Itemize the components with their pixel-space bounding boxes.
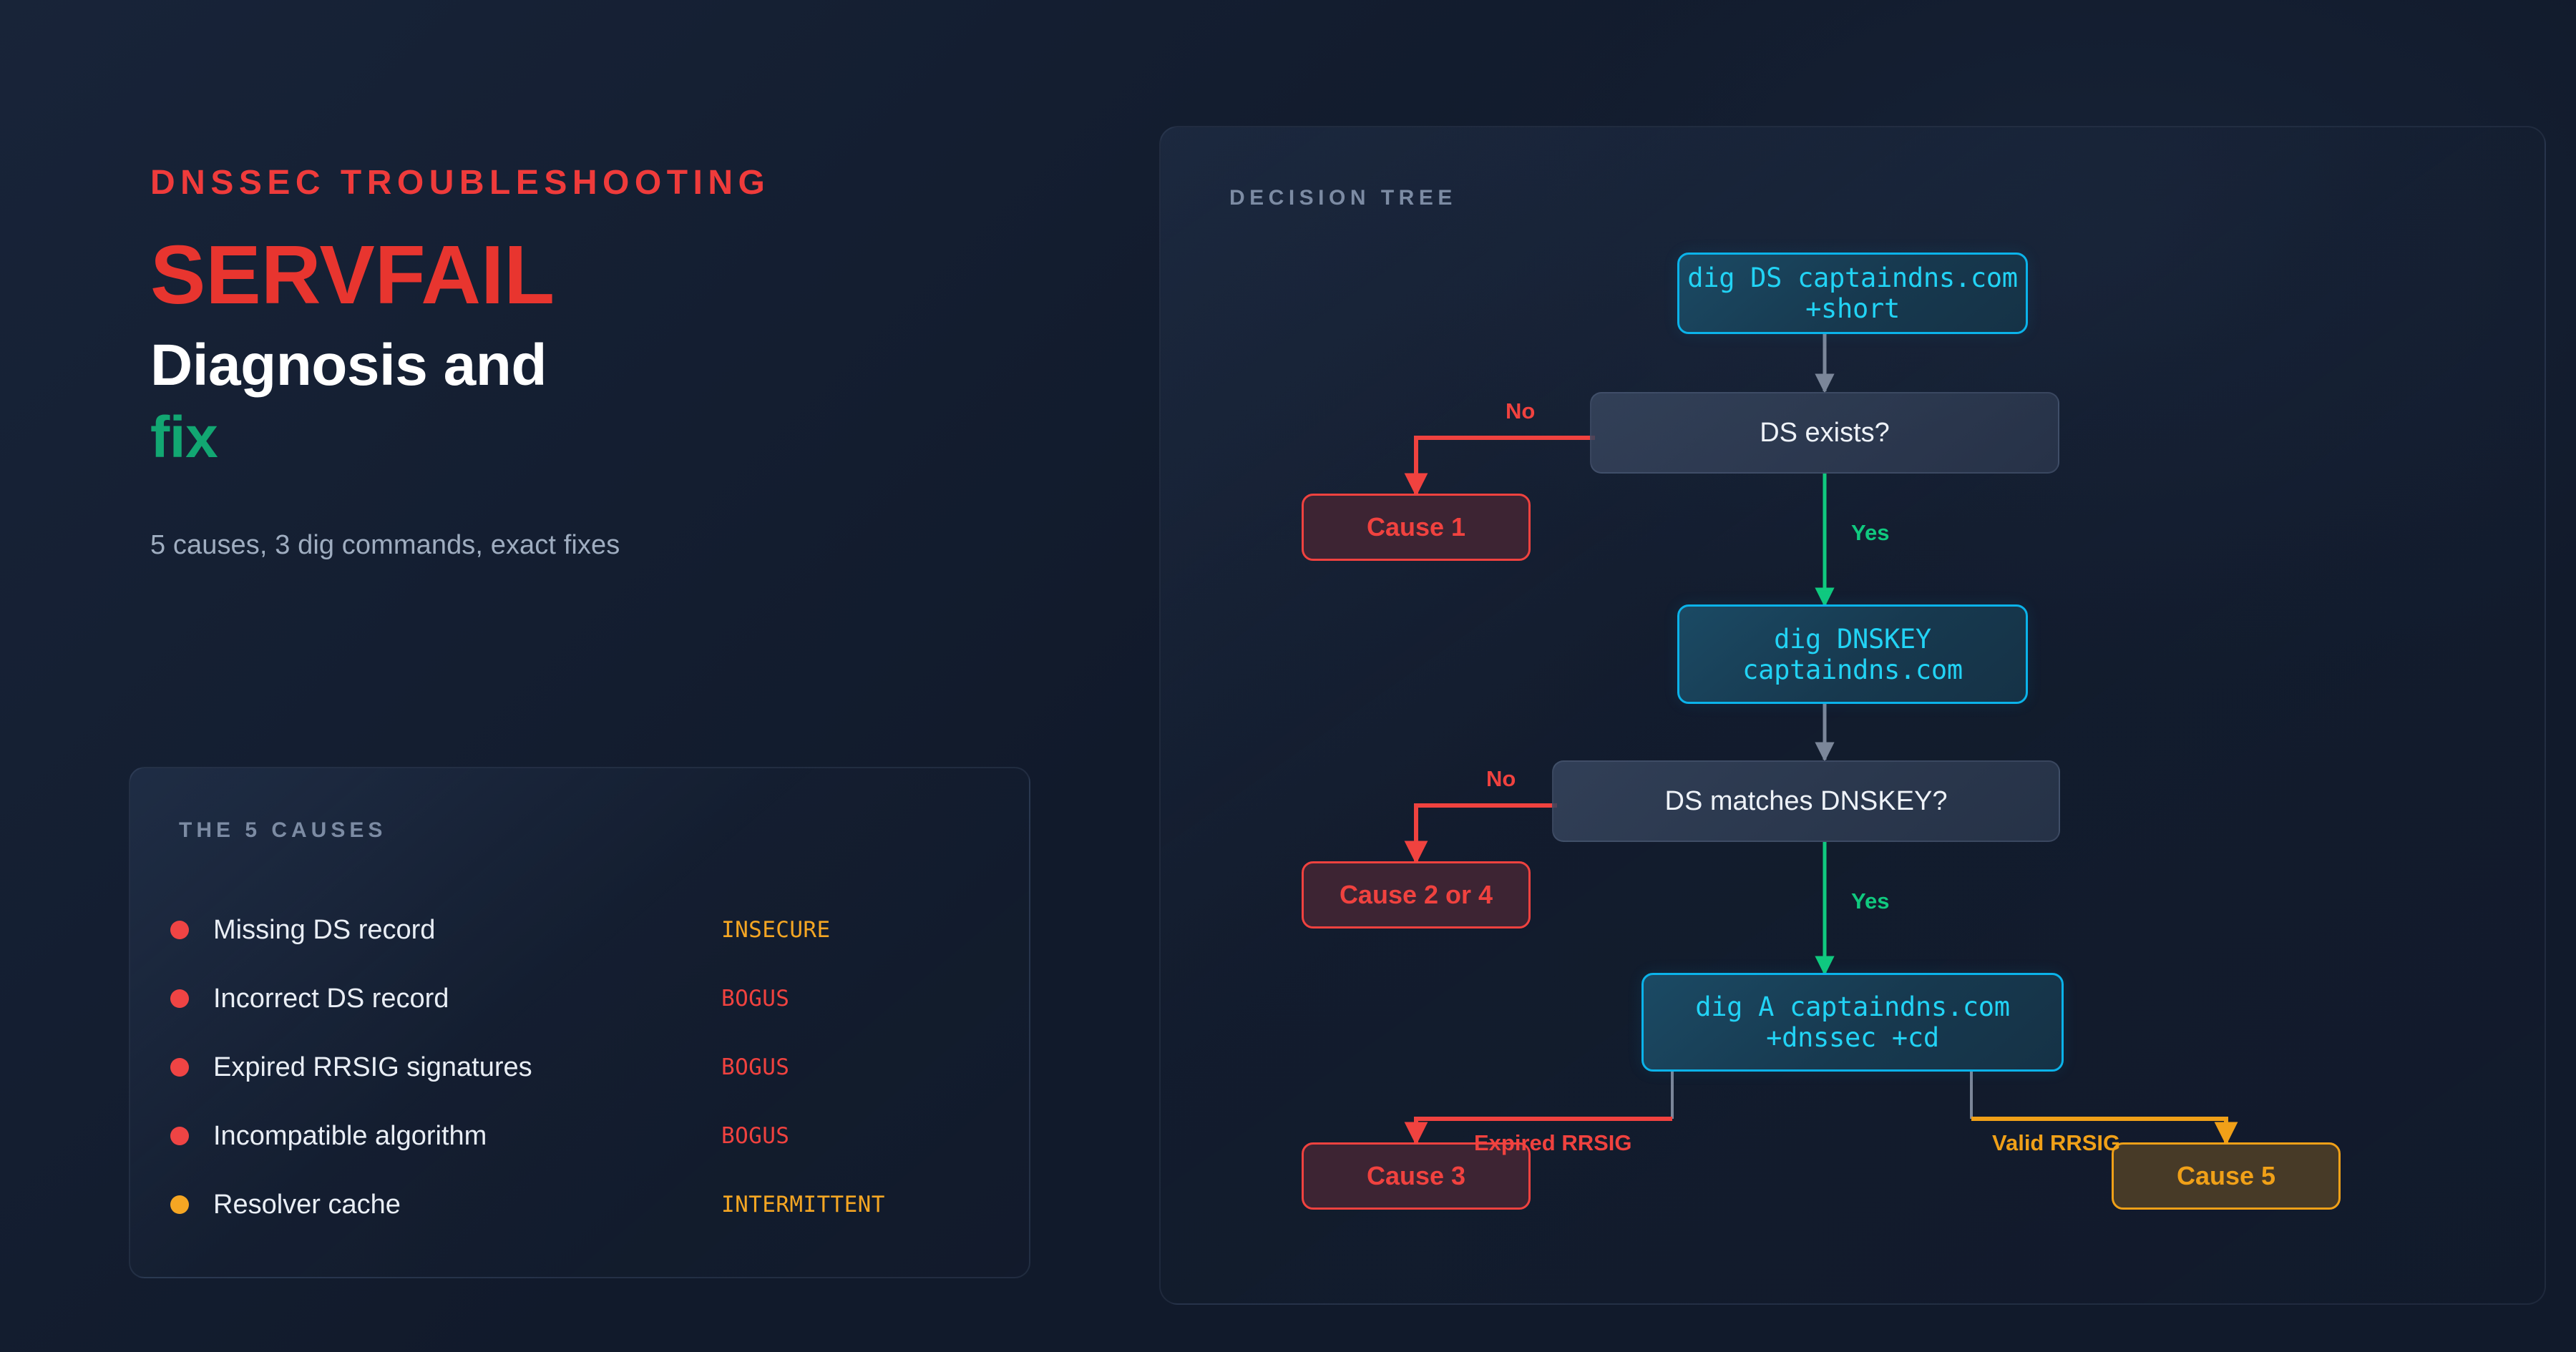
edge-label-valid-rrsig: Valid RRSIG bbox=[1992, 1130, 2121, 1155]
bullet-dot-icon bbox=[170, 1195, 189, 1214]
node-cause-1[interactable]: Cause 1 bbox=[1302, 494, 1531, 561]
causes-card: THE 5 CAUSES Missing DS record INSECURE … bbox=[129, 767, 1030, 1278]
edge-label-expired-rrsig: Expired RRSIG bbox=[1474, 1130, 1632, 1155]
causes-card-heading: THE 5 CAUSES bbox=[179, 818, 387, 842]
cause-label: Resolver cache bbox=[213, 1189, 401, 1220]
edge-label-no-2: No bbox=[1486, 766, 1516, 791]
node-cause-2-or-4[interactable]: Cause 2 or 4 bbox=[1302, 861, 1531, 929]
list-item: Resolver cache INTERMITTENT bbox=[170, 1170, 989, 1239]
hero-section: DNSSEC TROUBLESHOOTING SERVFAIL Diagnosi… bbox=[150, 166, 1059, 561]
decision-tree-panel: DECISION TREE bbox=[1159, 126, 2546, 1305]
list-item: Incorrect DS record BOGUS bbox=[170, 964, 989, 1033]
node-decision-ds-exists[interactable]: DS exists? bbox=[1590, 392, 2059, 474]
hero-eyebrow: DNSSEC TROUBLESHOOTING bbox=[150, 164, 771, 202]
hero-subtitle-line-2: fix bbox=[150, 404, 218, 470]
causes-list: Missing DS record INSECURE Incorrect DS … bbox=[170, 896, 989, 1239]
decision-tree-heading: DECISION TREE bbox=[1229, 186, 1457, 210]
status-badge: INSECURE bbox=[721, 917, 831, 943]
cause-label: Missing DS record bbox=[213, 914, 436, 945]
bullet-dot-icon bbox=[170, 921, 189, 939]
status-badge: INTERMITTENT bbox=[721, 1192, 885, 1218]
hero-description: 5 causes, 3 dig commands, exact fixes bbox=[150, 529, 620, 560]
page-title: SERVFAIL bbox=[150, 228, 555, 321]
hero-subtitle-line-1: Diagnosis and bbox=[150, 332, 547, 398]
bullet-dot-icon bbox=[170, 989, 189, 1008]
bullet-dot-icon bbox=[170, 1058, 189, 1077]
cause-label: Incorrect DS record bbox=[213, 983, 449, 1014]
node-command-dig-dnskey[interactable]: dig DNSKEY captaindns.com bbox=[1677, 604, 2028, 704]
list-item: Missing DS record INSECURE bbox=[170, 896, 989, 964]
list-item: Incompatible algorithm BOGUS bbox=[170, 1102, 989, 1170]
cause-label: Expired RRSIG signatures bbox=[213, 1052, 532, 1082]
node-cause-5[interactable]: Cause 5 bbox=[2112, 1142, 2341, 1210]
node-command-dig-ds[interactable]: dig DS captaindns.com +short bbox=[1677, 253, 2028, 334]
node-decision-ds-matches-dnskey[interactable]: DS matches DNSKEY? bbox=[1552, 760, 2060, 842]
cause-label: Incompatible algorithm bbox=[213, 1120, 487, 1151]
bullet-dot-icon bbox=[170, 1127, 189, 1145]
edge-label-yes-1: Yes bbox=[1851, 520, 1890, 545]
list-item: Expired RRSIG signatures BOGUS bbox=[170, 1033, 989, 1102]
node-cause-3[interactable]: Cause 3 bbox=[1302, 1142, 1531, 1210]
edge-label-yes-2: Yes bbox=[1851, 888, 1890, 913]
edge-label-no-1: No bbox=[1506, 398, 1536, 423]
status-badge: BOGUS bbox=[721, 986, 790, 1011]
node-command-dig-a-dnssec[interactable]: dig A captaindns.com +dnssec +cd bbox=[1641, 973, 2064, 1072]
status-badge: BOGUS bbox=[721, 1123, 790, 1149]
status-badge: BOGUS bbox=[721, 1054, 790, 1080]
